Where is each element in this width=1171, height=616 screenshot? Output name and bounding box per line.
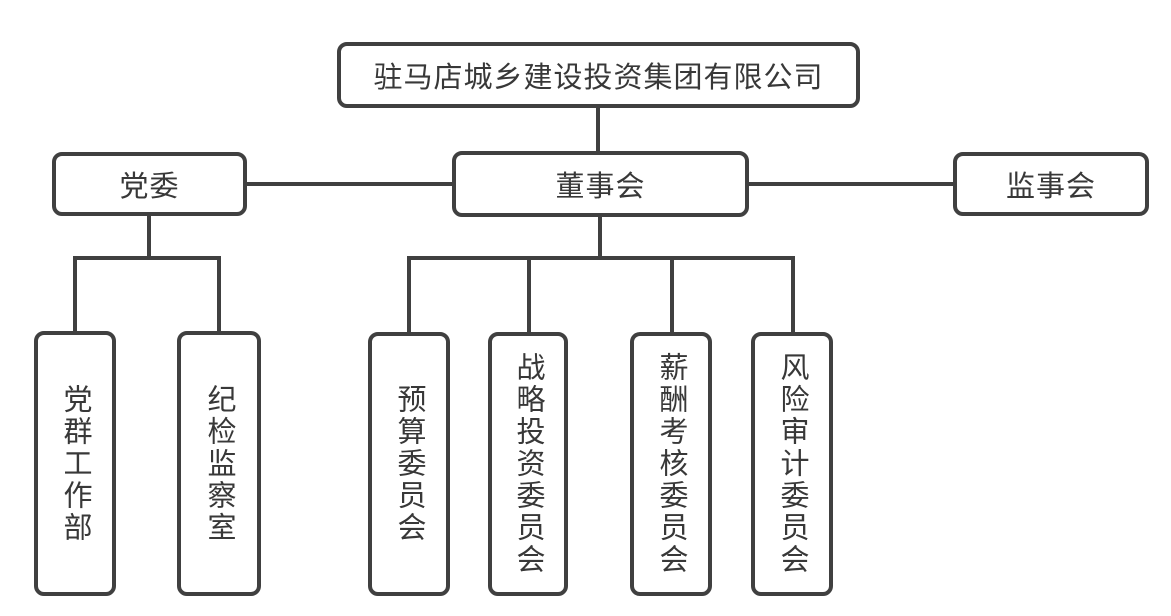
org-node-party-mass-work-dept-label: 党群工作部 <box>59 383 91 544</box>
org-node-budget-committee: 预算委员会 <box>368 332 450 596</box>
org-node-board-of-directors: 董事会 <box>452 151 749 217</box>
connector-party-bar <box>73 256 221 260</box>
org-node-compensation-assessment-committee-label: 薪酬考核委员会 <box>655 352 687 576</box>
org-node-budget-committee-label: 预算委员会 <box>393 384 425 544</box>
org-node-risk-audit-committee: 风险审计委员会 <box>751 332 833 596</box>
org-node-risk-audit-committee-label: 风险审计委员会 <box>776 352 808 576</box>
org-node-strategic-investment-committee-label: 战略投资委员会 <box>512 352 544 576</box>
connector-board-drop-4 <box>791 256 795 334</box>
connector-party-drop-2 <box>217 256 221 333</box>
connector-party-stem <box>147 214 151 260</box>
connector-board-drop-1 <box>407 256 411 334</box>
org-node-board-of-directors-label: 董事会 <box>555 171 646 203</box>
connector-board-bar <box>407 256 795 260</box>
org-node-party-committee: 党委 <box>52 152 247 216</box>
connector-party-drop-1 <box>73 256 77 333</box>
org-node-compensation-assessment-committee: 薪酬考核委员会 <box>630 332 712 596</box>
connector-party-to-board <box>245 182 454 186</box>
org-node-company: 驻马店城乡建设投资集团有限公司 <box>337 42 860 108</box>
org-node-party-committee-label: 党委 <box>119 171 180 203</box>
connector-board-stem <box>598 215 602 260</box>
org-node-company-label: 驻马店城乡建设投资集团有限公司 <box>373 62 824 94</box>
connector-board-drop-3 <box>670 256 674 334</box>
org-node-discipline-inspection-office: 纪检监察室 <box>177 331 261 596</box>
connector-board-drop-2 <box>527 256 531 334</box>
org-node-party-mass-work-dept: 党群工作部 <box>34 331 116 596</box>
org-node-supervisory-board: 监事会 <box>953 152 1149 216</box>
org-node-discipline-inspection-office-label: 纪检监察室 <box>203 383 235 544</box>
connector-board-to-supervisory <box>747 182 955 186</box>
org-node-strategic-investment-committee: 战略投资委员会 <box>488 332 568 596</box>
connector-root-to-board <box>596 106 600 153</box>
org-node-supervisory-board-label: 监事会 <box>1005 171 1096 203</box>
